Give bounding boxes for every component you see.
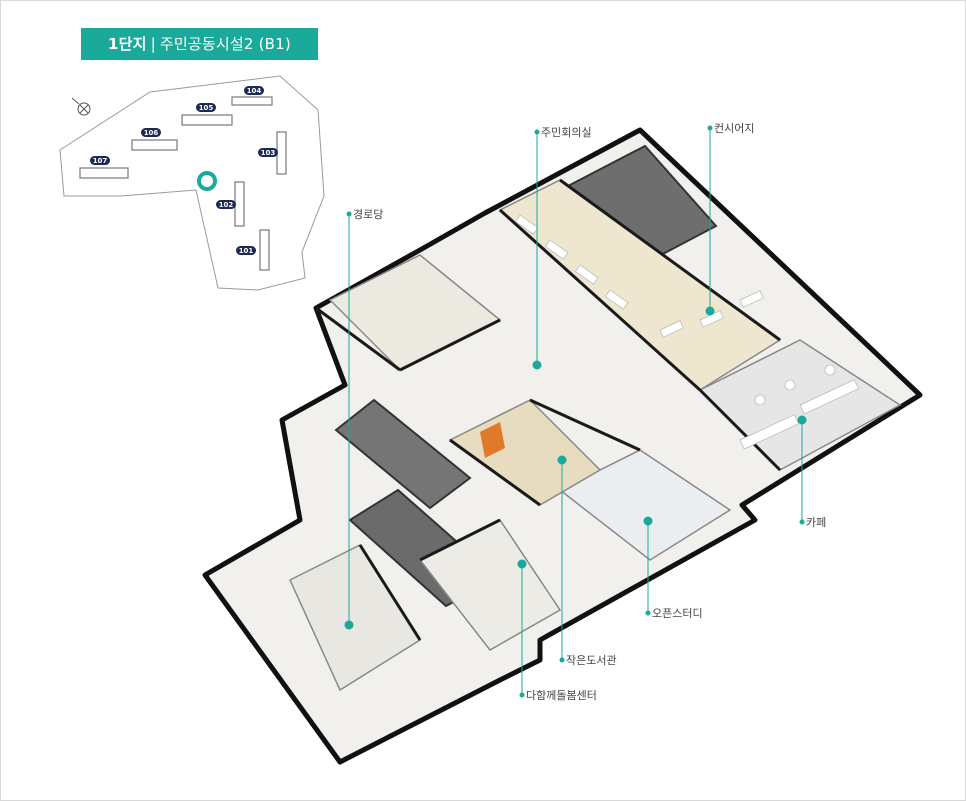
interior-walls <box>315 178 782 641</box>
building-block-101 <box>259 229 270 271</box>
center-dark-floor <box>334 398 472 510</box>
facility-name: 주민공동시설2 (B1) <box>159 35 291 53</box>
building-block-105 <box>181 114 233 126</box>
svg-text:105: 105 <box>199 104 214 112</box>
location-ring-icon <box>197 171 217 191</box>
title-separator: | <box>150 35 156 53</box>
label-senior-center: 경로당 <box>353 208 383 221</box>
building-badge-102: 102 <box>216 200 236 209</box>
meeting-tables <box>514 214 764 338</box>
cafe-tables <box>739 364 860 450</box>
building-badge-103: 103 <box>258 148 278 157</box>
building-block-104 <box>231 96 273 106</box>
building-block-106 <box>131 139 178 151</box>
page-title: 1단지|주민공동시설2 (B1) <box>81 28 318 60</box>
svg-text:101: 101 <box>239 247 254 255</box>
svg-text:107: 107 <box>93 157 108 165</box>
building-badge-106: 106 <box>141 128 161 137</box>
label-resident-meeting: 주민회의실 <box>541 126 592 139</box>
complex-name: 1단지 <box>108 35 147 53</box>
building-badge-107: 107 <box>90 156 110 165</box>
label-open-study: 오픈스터디 <box>652 607 703 620</box>
label-cafe: 카페 <box>806 516 826 529</box>
leader-lines <box>344 125 807 698</box>
svg-text:103: 103 <box>261 149 276 157</box>
open-study-floor <box>558 449 732 561</box>
label-small-library: 작은도서관 <box>566 654 617 667</box>
svg-text:104: 104 <box>247 87 262 95</box>
label-care-center: 다함께돌봄센터 <box>526 689 597 702</box>
library-feature-wall <box>480 422 505 458</box>
building-block-107 <box>79 167 129 179</box>
building-badge-104: 104 <box>244 86 264 95</box>
svg-text:102: 102 <box>219 201 234 209</box>
svg-text:106: 106 <box>144 129 159 137</box>
building-badge-101: 101 <box>236 246 256 255</box>
building-badge-105: 105 <box>196 103 216 112</box>
label-concierge: 컨시어지 <box>714 122 754 135</box>
north-compass-icon <box>71 97 91 116</box>
site-outline <box>59 75 325 291</box>
